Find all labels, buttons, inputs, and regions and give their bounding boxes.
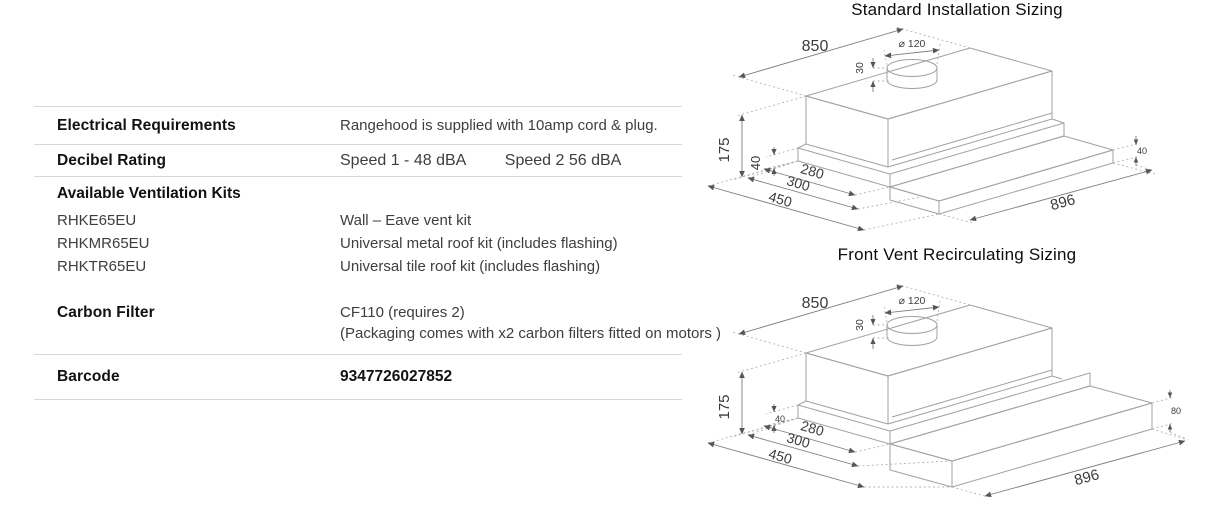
dim-duct-diameter: ⌀ 120: [899, 38, 926, 50]
dim-depth-closed: 280: [799, 417, 826, 439]
row-ventilation-kits: Available Ventilation Kits RHKE65EU Wall…: [34, 177, 682, 299]
dimension-labels: 850 ⌀ 120 30 175 40 280 300 450 896 80: [716, 295, 1181, 489]
dim-depth-mid: 300: [785, 429, 812, 451]
small-dimension-arrows: [771, 62, 1139, 174]
dim-duct-height: 30: [854, 62, 866, 74]
carbon-filter-value: CF110 (requires 2) (Packaging comes with…: [340, 299, 721, 344]
row-decibel-rating: Decibel Rating Speed 1 - 48 dBA Speed 2 …: [34, 145, 682, 177]
kit-code: RHKTR65EU: [57, 258, 147, 275]
rangehood-body-outline: [797, 304, 1153, 488]
carbon-filter-label: Carbon Filter: [57, 304, 155, 321]
electrical-label: Electrical Requirements: [57, 116, 236, 134]
dimension-lines: [707, 284, 1186, 498]
dim-depth-extended: 450: [767, 445, 794, 467]
front-vent-panel: [951, 402, 1153, 488]
kit-row: RHKE65EU Wall – Eave vent kit: [57, 209, 682, 232]
dim-duct-diameter: ⌀ 120: [899, 295, 926, 307]
front-vent-recirculating-diagram: Front Vent Recirculating Sizing: [700, 245, 1214, 521]
electrical-value: Rangehood is supplied with 10amp cord & …: [340, 117, 658, 134]
standard-installation-drawing: 850 ⌀ 120 30 175 40 280 300 450 896 40: [707, 26, 1156, 232]
dim-body-height: 175: [716, 394, 733, 419]
spec-table: Electrical Requirements Rangehood is sup…: [34, 106, 721, 400]
ventilation-kits-list: RHKE65EU Wall – Eave vent kit RHKMR65EU …: [57, 209, 682, 278]
diagram-title-front-vent: Front Vent Recirculating Sizing: [837, 245, 1077, 264]
rangehood-body-outline: [797, 47, 1114, 215]
dim-drawer-width: 896: [1073, 466, 1102, 489]
dimension-extension-lines: [707, 283, 1189, 498]
slide-out-drawer: [889, 135, 1114, 202]
barcode-label: Barcode: [57, 368, 120, 385]
kit-description: Universal metal roof kit (includes flash…: [340, 235, 618, 252]
standard-installation-diagram: Standard Installation Sizing: [700, 0, 1214, 245]
kit-row: RHKTR65EU Universal tile roof kit (inclu…: [57, 255, 682, 278]
ventilation-kits-label: Available Ventilation Kits: [57, 185, 241, 202]
duct-collar: [886, 59, 938, 77]
row-barcode: Barcode 9347726027852: [34, 355, 682, 400]
row-electrical-requirements: Electrical Requirements Rangehood is sup…: [34, 106, 682, 145]
kit-description: Wall – Eave vent kit: [340, 212, 472, 229]
decibel-label: Decibel Rating: [57, 151, 167, 169]
front-vent-recirculating-drawing: 850 ⌀ 120 30 175 40 280 300 450 896 80: [707, 283, 1189, 498]
carbon-filter-note: (Packaging comes with x2 carbon filters …: [340, 325, 721, 342]
dim-depth-mid: 300: [785, 172, 812, 194]
decibel-value: Speed 1 - 48 dBA Speed 2 56 dBA: [340, 152, 682, 170]
barcode-value: 9347726027852: [340, 368, 453, 385]
dim-step-height: 40: [748, 156, 763, 170]
dim-hood-width: 850: [802, 295, 829, 312]
decibel-speed2: Speed 2 56 dBA: [504, 151, 622, 169]
dim-depth-extended: 450: [767, 188, 794, 210]
duct-collar: [886, 316, 938, 334]
dim-hood-width: 850: [802, 38, 829, 55]
diagram-title-standard: Standard Installation Sizing: [851, 0, 1063, 19]
decibel-speed1: Speed 1 - 48 dBA: [340, 151, 467, 169]
slide-out-drawer: [889, 385, 1153, 462]
dim-step-height: 40: [775, 414, 785, 424]
dim-front-panel-height: 80: [1171, 406, 1181, 416]
dim-duct-height: 30: [854, 319, 866, 331]
dimension-labels: 850 ⌀ 120 30 175 40 280 300 450 896 40: [716, 38, 1147, 214]
kit-description: Universal tile roof kit (includes flashi…: [340, 258, 601, 275]
kit-row: RHKMR65EU Universal metal roof kit (incl…: [57, 232, 682, 255]
dim-depth-closed: 280: [799, 160, 826, 182]
row-carbon-filter: Carbon Filter CF110 (requires 2) (Packag…: [34, 299, 721, 355]
carbon-filter-model: CF110 (requires 2): [340, 304, 465, 321]
dim-drawer-width: 896: [1049, 191, 1078, 214]
small-dimension-arrows: [771, 319, 1173, 431]
kit-code: RHKE65EU: [57, 212, 137, 229]
dim-body-height: 175: [716, 137, 733, 162]
dim-front-panel-height: 40: [1137, 146, 1147, 156]
kit-code: RHKMR65EU: [57, 235, 150, 252]
